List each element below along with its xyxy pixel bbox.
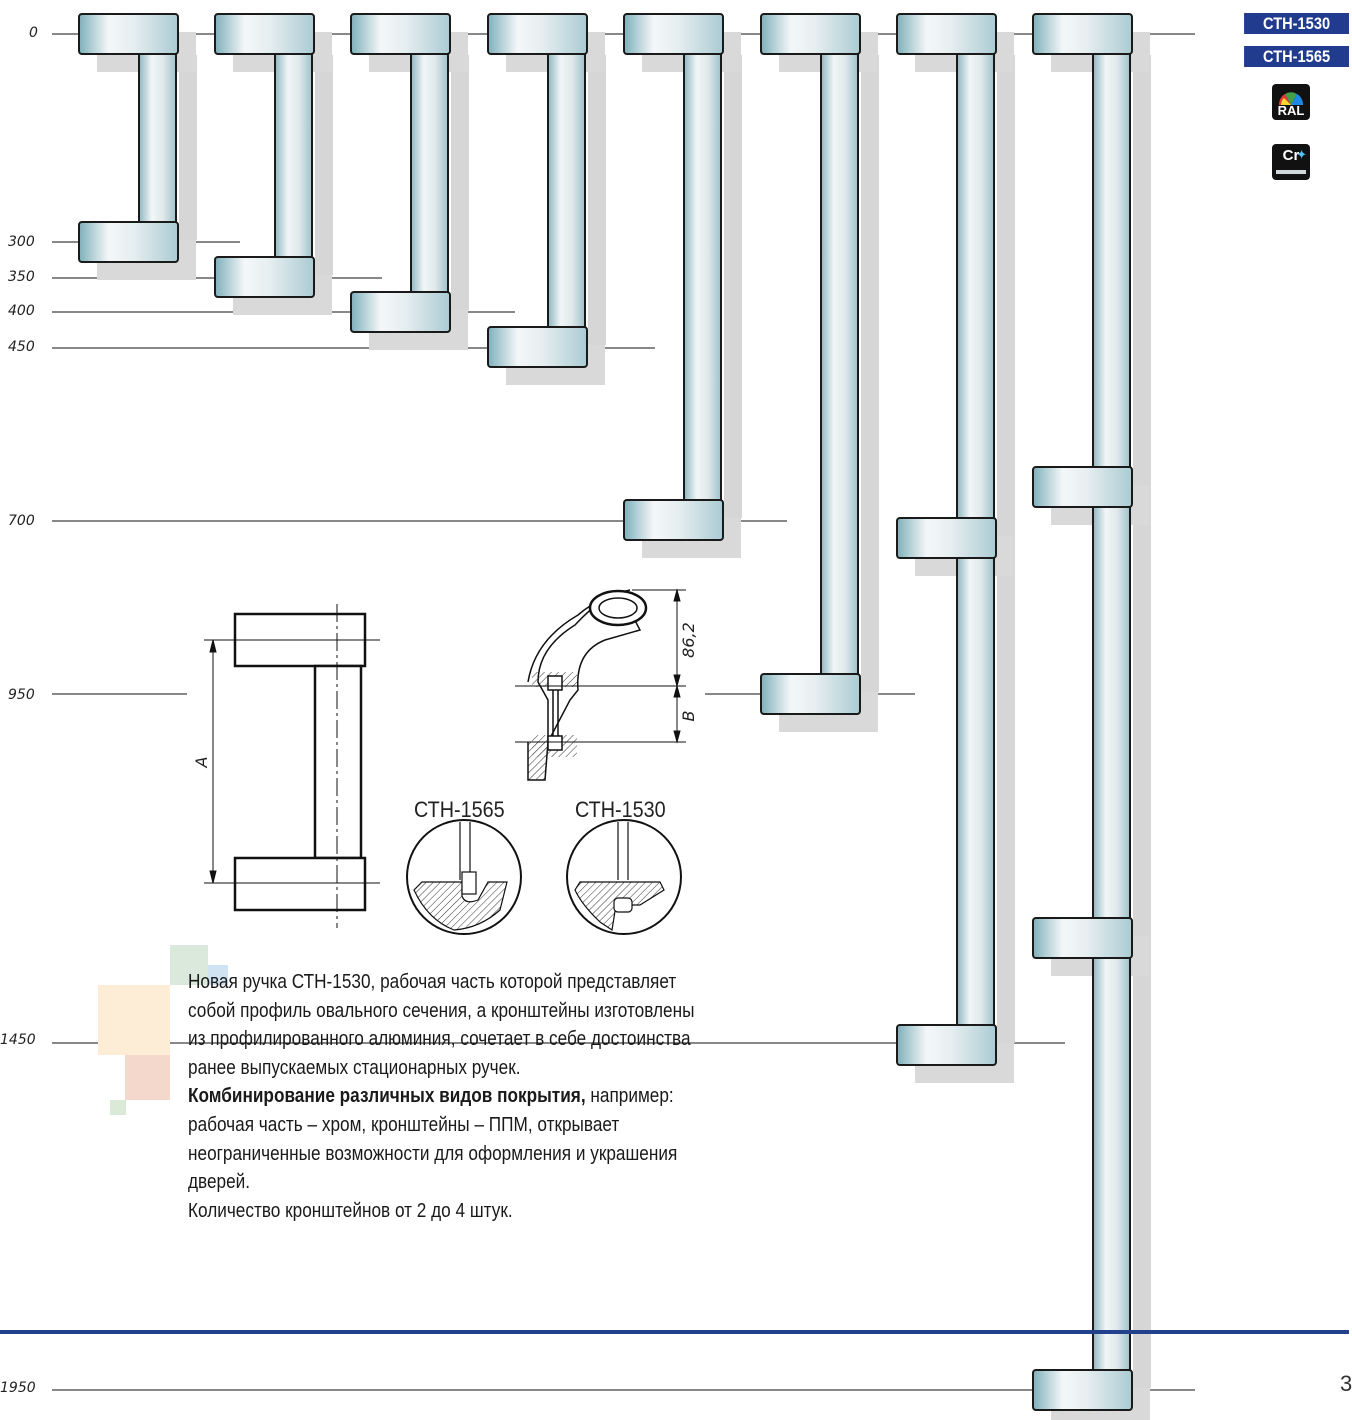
chrome-stripe xyxy=(1276,170,1306,174)
dim-label-950: 950 xyxy=(8,687,35,703)
chrome-coating-icon: Cr ✦ xyxy=(1272,144,1310,180)
detail-circle-cth-1530 xyxy=(566,819,682,935)
detail-circle-cth-1565 xyxy=(406,819,522,935)
handle-bracket xyxy=(760,673,861,715)
description-bold-lead: Комбинирование различных видов покрытия, xyxy=(188,1085,586,1108)
handle-tube xyxy=(547,39,586,348)
description-paragraph-2: Комбинирование различных видов покрытия,… xyxy=(188,1082,704,1196)
handle-tube xyxy=(683,39,722,521)
handle-bracket xyxy=(623,13,724,55)
dim-label-350: 350 xyxy=(8,269,35,285)
dim-label-300: 300 xyxy=(8,234,35,250)
dim-label-400: 400 xyxy=(8,303,35,319)
handle-bracket xyxy=(760,13,861,55)
handle-bracket xyxy=(214,256,315,298)
dim-label-1950: 1950 xyxy=(0,1380,36,1396)
handle-tube xyxy=(410,39,449,313)
handles xyxy=(78,13,1151,1420)
page-number: 3 xyxy=(1340,1371,1352,1396)
handle-5 xyxy=(623,13,742,558)
ral-icon-label: RAL xyxy=(1277,103,1305,118)
dim-label-0: 0 xyxy=(29,25,38,41)
dim-label-1450: 1450 xyxy=(0,1032,36,1048)
caption-cth-1530: СТН-1530 xyxy=(575,797,666,822)
dim-label-700: 700 xyxy=(8,513,35,529)
ral-color-icon: RAL xyxy=(1272,84,1310,120)
handle-7 xyxy=(896,13,1015,1083)
technical-drawings xyxy=(98,588,686,1115)
handle-tube xyxy=(138,39,177,243)
badge-cth-1565: СТН-1565 xyxy=(1244,46,1349,67)
cr-icon-label: Cr xyxy=(1282,147,1300,164)
handle-3 xyxy=(350,13,469,350)
dimension-a-label: A xyxy=(192,757,211,769)
handle-6 xyxy=(760,13,879,732)
side-section-drawing xyxy=(527,589,648,781)
handle-bracket xyxy=(1032,1369,1133,1411)
handle-4 xyxy=(487,13,606,385)
handle-bracket xyxy=(487,326,588,368)
dimension-86-2-label: 86,2 xyxy=(679,622,698,658)
badge-cth-1530: СТН-1530 xyxy=(1244,13,1349,34)
front-view-drawing xyxy=(233,612,367,912)
decorative-squares xyxy=(98,945,228,1115)
handle-bracket xyxy=(350,291,451,333)
handle-2 xyxy=(214,13,333,315)
handle-bracket xyxy=(896,517,997,559)
bottom-accent-bar xyxy=(0,1330,1349,1334)
caption-cth-1565: СТН-1565 xyxy=(414,797,505,822)
handle-bracket xyxy=(350,13,451,55)
handle-bracket xyxy=(78,221,179,263)
description-rest: например: рабочая часть – хром, кронштей… xyxy=(188,1085,678,1194)
description-paragraph-1: Новая ручка СТН-1530, рабочая часть кото… xyxy=(188,971,695,1079)
handle-tube xyxy=(820,39,859,695)
handle-1 xyxy=(78,13,197,280)
handle-tube xyxy=(274,39,313,278)
handle-bracket xyxy=(1032,13,1133,55)
dim-label-450: 450 xyxy=(8,339,35,355)
dimension-b-label: B xyxy=(679,711,698,722)
handle-bracket xyxy=(896,13,997,55)
handle-bracket xyxy=(1032,466,1133,508)
handle-bracket xyxy=(214,13,315,55)
handle-bracket xyxy=(623,499,724,541)
handle-tube xyxy=(1092,39,1131,1391)
handle-8 xyxy=(1032,13,1151,1420)
sparkle-star-icon: ✦ xyxy=(1296,147,1307,162)
description-paragraph-3: Количество кронштейнов от 2 до 4 штук. xyxy=(188,1199,513,1222)
handle-bracket xyxy=(487,13,588,55)
handle-bracket xyxy=(1032,917,1133,959)
handle-bracket xyxy=(78,13,179,55)
product-description: Новая ручка СТН-1530, рабочая часть кото… xyxy=(188,968,704,1225)
handle-bracket xyxy=(896,1024,997,1066)
